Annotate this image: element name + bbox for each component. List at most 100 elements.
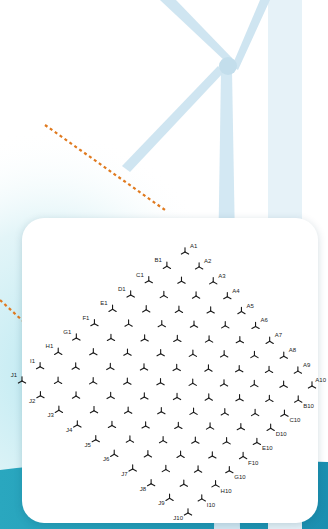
turbine-symbol bbox=[127, 291, 134, 297]
turbine-symbol bbox=[189, 350, 196, 356]
turbine-symbol bbox=[189, 379, 196, 385]
turbine-symbol bbox=[18, 377, 25, 383]
turbine-label: C1 bbox=[136, 272, 144, 278]
turbine-symbol bbox=[205, 365, 212, 371]
turbine-label: E10 bbox=[262, 445, 273, 451]
turbine-symbol bbox=[239, 452, 246, 458]
turbine-symbol bbox=[251, 380, 258, 386]
turbine-symbol bbox=[142, 422, 149, 428]
turbine-symbol bbox=[157, 350, 164, 356]
turbine-label: G1 bbox=[63, 329, 71, 335]
turbine-symbol bbox=[198, 495, 205, 501]
turbine-label: G10 bbox=[234, 474, 245, 480]
turbine-symbol bbox=[212, 481, 219, 487]
turbine-label: F10 bbox=[248, 460, 258, 466]
turbine-symbol bbox=[221, 409, 228, 415]
turbine-symbol bbox=[162, 465, 169, 471]
turbine-label: J6 bbox=[103, 456, 109, 462]
layout-panel bbox=[22, 218, 318, 523]
turbine-label: A8 bbox=[289, 347, 296, 353]
turbine-symbol bbox=[173, 393, 180, 399]
turbine-symbol bbox=[72, 363, 79, 369]
turbine-symbol bbox=[107, 363, 114, 369]
turbine-symbol bbox=[192, 292, 199, 298]
turbine-label: A6 bbox=[261, 317, 268, 323]
turbine-symbol bbox=[207, 307, 214, 313]
turbine-symbol bbox=[181, 248, 188, 254]
turbine-label: A7 bbox=[275, 332, 282, 338]
turbine-symbol bbox=[163, 262, 170, 268]
turbine-label: A9 bbox=[303, 362, 310, 368]
turbine-symbol bbox=[36, 362, 43, 368]
turbine-symbol bbox=[109, 305, 116, 311]
turbine-symbol bbox=[224, 292, 231, 298]
turbine-symbol bbox=[175, 306, 182, 312]
turbine-symbol bbox=[220, 380, 227, 386]
turbine-symbol bbox=[237, 423, 244, 429]
turbine-label: C10 bbox=[289, 417, 300, 423]
turbine-symbol bbox=[91, 319, 98, 325]
turbine-label: A1 bbox=[190, 243, 197, 249]
turbine-symbol bbox=[190, 408, 197, 414]
turbine-symbol bbox=[124, 378, 131, 384]
turbine-symbol bbox=[108, 421, 115, 427]
turbine-label: I10 bbox=[207, 502, 215, 508]
turbine-symbol bbox=[107, 392, 114, 398]
turbine-symbol bbox=[192, 437, 199, 443]
turbine-symbol bbox=[184, 509, 191, 515]
turbine-symbol bbox=[55, 406, 62, 412]
turbine-symbol bbox=[54, 377, 61, 383]
turbine-symbol bbox=[90, 378, 97, 384]
turbine-symbol bbox=[158, 408, 165, 414]
turbine-symbol bbox=[209, 452, 216, 458]
turbine-symbol bbox=[238, 307, 245, 313]
turbine-symbol bbox=[73, 334, 80, 340]
turbine-label: J5 bbox=[84, 442, 90, 448]
turbine-symbol bbox=[205, 336, 212, 342]
turbine-label: J1 bbox=[11, 372, 17, 378]
turbine-symbol bbox=[125, 407, 132, 413]
turbine-symbol bbox=[55, 348, 62, 354]
turbine-symbol bbox=[107, 334, 114, 340]
turbine-symbol bbox=[221, 351, 228, 357]
turbine-symbol bbox=[226, 466, 233, 472]
turbine-label: A2 bbox=[204, 258, 211, 264]
turbine-symbol bbox=[251, 351, 258, 357]
turbine-symbol bbox=[194, 466, 201, 472]
turbine-label: A3 bbox=[218, 273, 225, 279]
turbine-symbol bbox=[159, 436, 166, 442]
turbine-label: D1 bbox=[118, 286, 126, 292]
turbine-symbol bbox=[223, 438, 230, 444]
turbine-symbol bbox=[253, 438, 260, 444]
turbine-label: J10 bbox=[173, 515, 183, 521]
turbine-symbol bbox=[129, 465, 136, 471]
turbine-label: I1 bbox=[30, 358, 35, 364]
turbine-symbol bbox=[295, 396, 302, 402]
turbine-symbol bbox=[280, 381, 287, 387]
turbine-symbol bbox=[37, 391, 44, 397]
turbine-symbol bbox=[222, 322, 229, 328]
turbine-symbol bbox=[180, 480, 187, 486]
turbine-symbol bbox=[166, 494, 173, 500]
turbine-symbol bbox=[158, 320, 165, 326]
turbine-label: E1 bbox=[100, 300, 107, 306]
turbine-symbol bbox=[236, 366, 243, 372]
turbine-symbol bbox=[92, 435, 99, 441]
turbine-symbol bbox=[90, 349, 97, 355]
turbine-symbol bbox=[266, 337, 273, 343]
turbine-symbol bbox=[125, 320, 132, 326]
turbine-symbol bbox=[140, 364, 147, 370]
turbine-symbol bbox=[251, 409, 258, 415]
turbine-symbol bbox=[144, 451, 151, 457]
turbine-symbol bbox=[195, 263, 202, 269]
turbine-label: J3 bbox=[48, 412, 54, 418]
turbine-label: A4 bbox=[232, 288, 239, 294]
turbine-symbol bbox=[157, 379, 164, 385]
turbine-symbol bbox=[190, 321, 197, 327]
turbine-symbol bbox=[174, 335, 181, 341]
turbine-symbol bbox=[265, 366, 272, 372]
turbine-label: H10 bbox=[221, 488, 232, 494]
turbine-label: A5 bbox=[246, 303, 253, 309]
